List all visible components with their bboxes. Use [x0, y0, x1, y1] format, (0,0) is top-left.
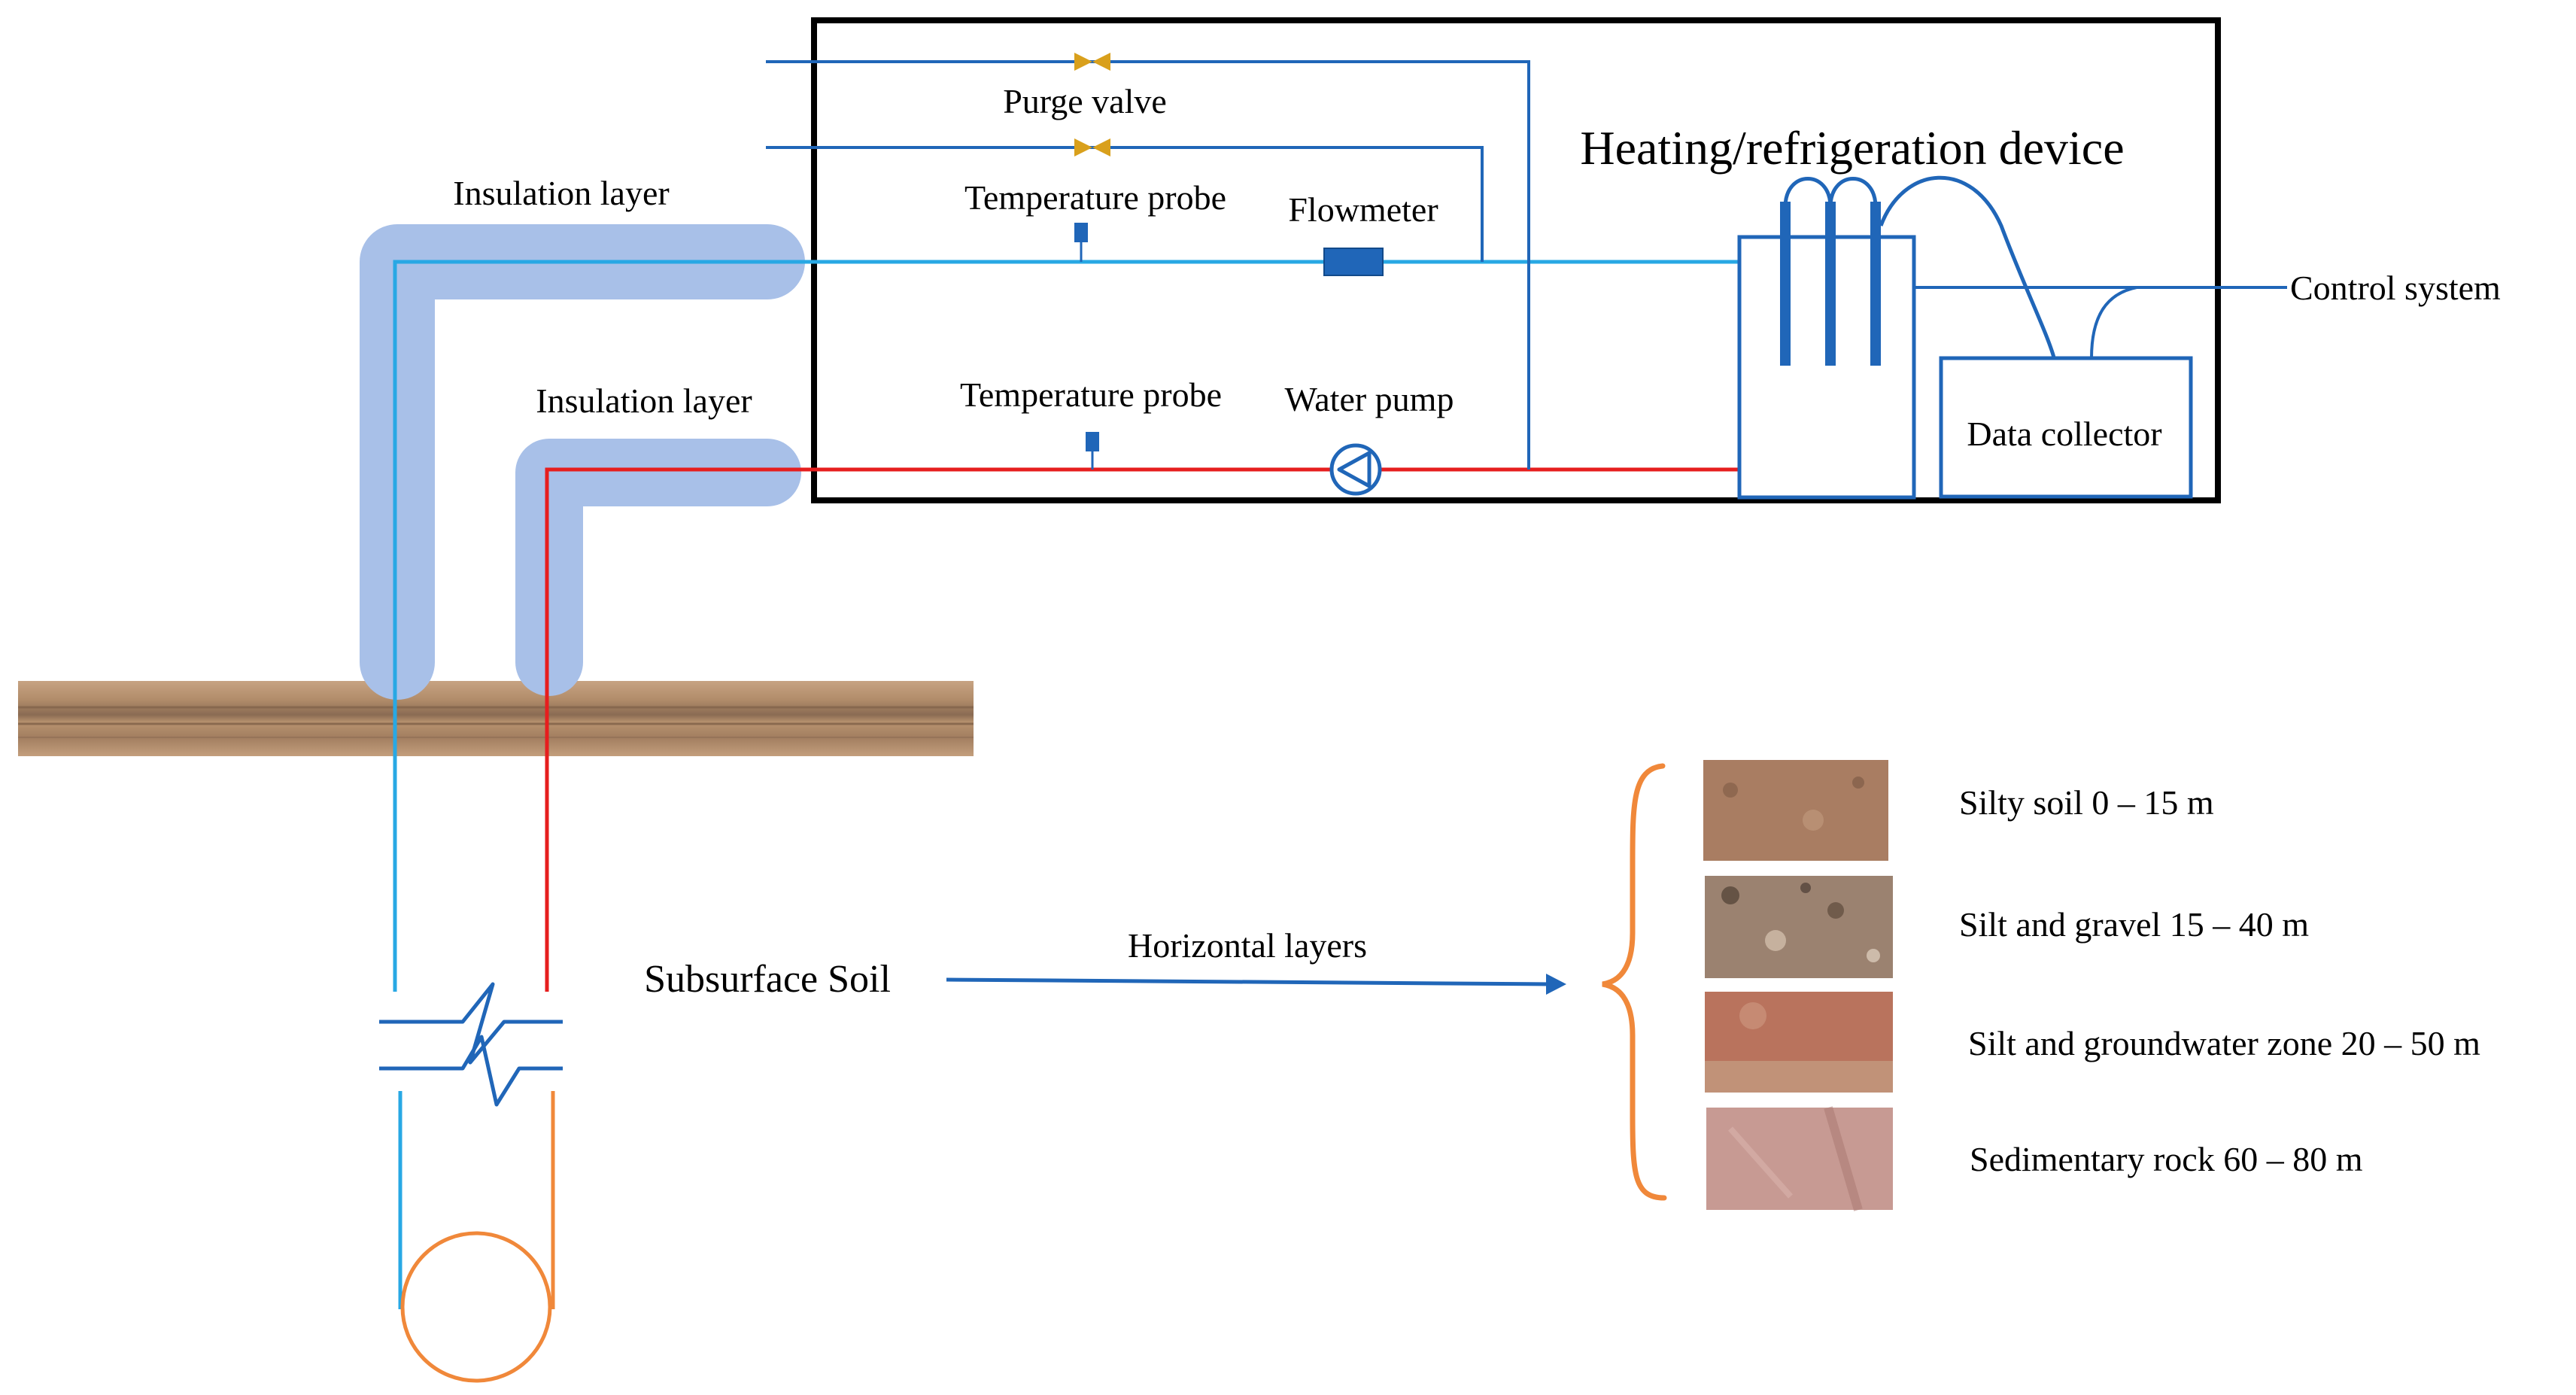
pipe-break-symbol	[379, 982, 563, 1107]
swatch-rect	[1703, 760, 1888, 861]
soil-layer-label-2: Silt and gravel 15 – 40 m	[1959, 905, 2309, 944]
insulation-layer-inner-label: Insulation layer	[536, 381, 752, 420]
ground-surface	[18, 681, 974, 756]
soil-swatch-silt-groundwater	[1705, 992, 1893, 1093]
u-loop-bottom	[400, 1231, 552, 1383]
subsurface-soil-label: Subsurface Soil	[644, 958, 891, 1001]
soil-layers-brace	[1602, 763, 1667, 1201]
heating-refrigeration-device	[1737, 175, 2056, 500]
horizontal-layers-label: Horizontal layers	[1128, 926, 1367, 965]
temperature-probe-supply-icon	[1074, 223, 1088, 262]
soil-swatch-silt-gravel	[1705, 876, 1893, 978]
flowmeter-label: Flowmeter	[1288, 190, 1438, 229]
purge-line-top	[766, 60, 1530, 470]
soil-swatch-sedimentary-rock	[1706, 1106, 1893, 1211]
data-collector-link	[2090, 286, 2137, 359]
insulation-layer-outer-label: Insulation layer	[453, 174, 669, 212]
water-pump-icon	[1329, 443, 1382, 496]
insulation-layer-inner	[515, 439, 801, 696]
purge-line-bottom	[766, 146, 1484, 262]
control-system-label: Control system	[2290, 269, 2501, 307]
heating-device-label: Heating/refrigeration device	[1580, 121, 2124, 175]
horizontal-layers-arrow	[946, 974, 1566, 995]
purge-valve-bottom	[1074, 138, 1110, 157]
soil-layer-label-1: Silty soil 0 – 15 m	[1959, 783, 2214, 822]
data-collector-box	[1939, 356, 2193, 499]
soil-swatch-silty-soil	[1703, 760, 1888, 861]
soil-layer-label-4: Sedimentary rock 60 – 80 m	[1970, 1140, 2363, 1178]
temperature-probe-return-icon	[1086, 432, 1099, 470]
swatch-rect	[1706, 1108, 1893, 1210]
temperature-probe-supply-label: Temperature probe	[964, 178, 1226, 217]
temperature-probe-return-label: Temperature probe	[960, 375, 1222, 414]
soil-layer-label-3: Silt and groundwater zone 20 – 50 m	[1968, 1024, 2480, 1062]
purge-valve-label: Purge valve	[1003, 82, 1167, 120]
flowmeter-icon	[1323, 248, 1384, 276]
purge-valve-top	[1074, 53, 1110, 71]
water-pump-label: Water pump	[1285, 380, 1454, 418]
data-collector-label: Data collector	[1967, 415, 2161, 453]
supply-pipe	[393, 260, 1739, 992]
